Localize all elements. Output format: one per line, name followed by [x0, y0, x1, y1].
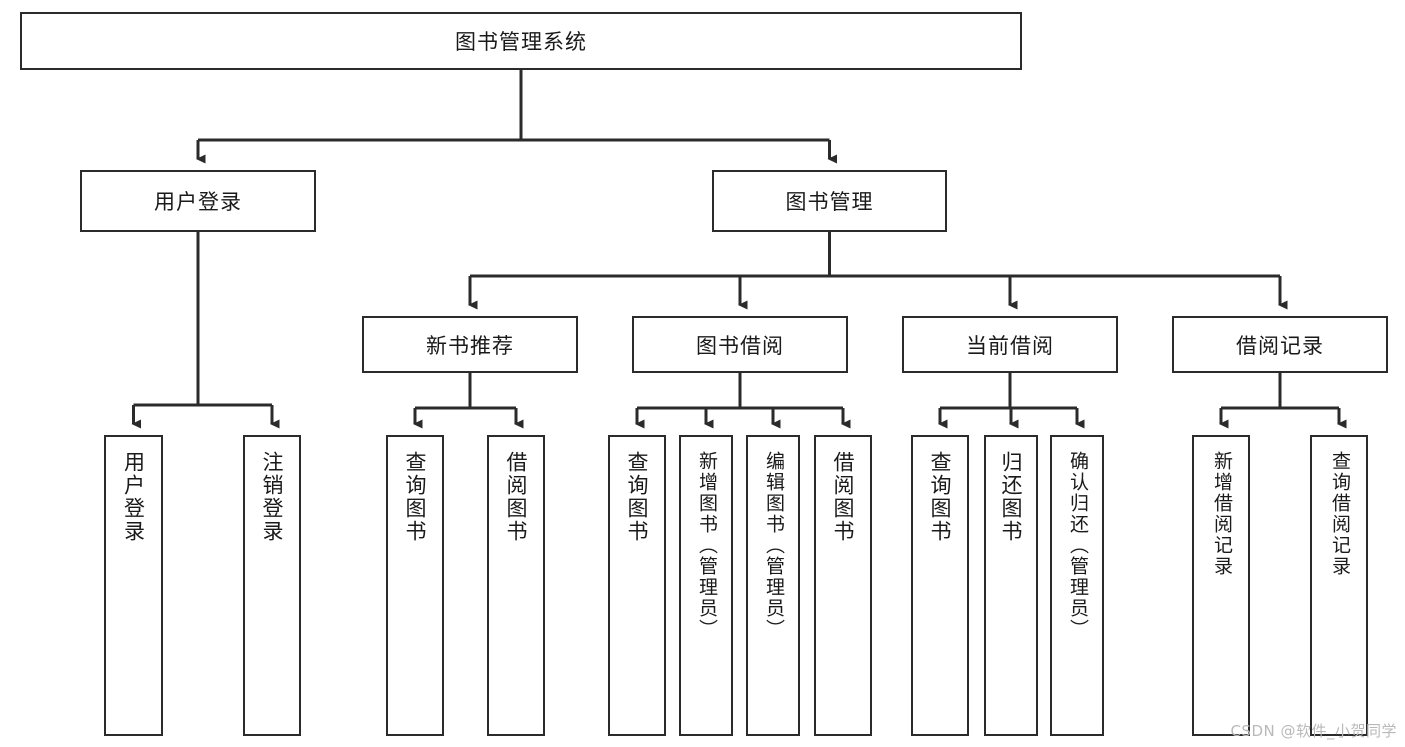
node-leaf-query-book-c[interactable]: 查询图书 [911, 435, 969, 736]
node-leaf-user-login[interactable]: 用户登录 [104, 435, 163, 736]
node-root[interactable]: 图书管理系统 [20, 12, 1022, 70]
node-borrow-record[interactable]: 借阅记录 [1172, 316, 1388, 373]
node-current-borrow-label: 当前借阅 [966, 333, 1054, 358]
node-user-login[interactable]: 用户登录 [80, 170, 316, 232]
node-leaf-edit-book-admin[interactable]: 编辑图书（管理员） [746, 435, 800, 736]
node-leaf-return-book[interactable]: 归还图书 [984, 435, 1038, 736]
node-book-borrow[interactable]: 图书借阅 [632, 316, 848, 373]
node-book-management[interactable]: 图书管理 [712, 170, 947, 232]
node-leaf-query-book-a-label: 查询图书 [403, 451, 428, 543]
node-leaf-edit-book-admin-label: 编辑图书（管理员） [762, 451, 785, 640]
node-leaf-add-borrow-record[interactable]: 新增借阅记录 [1192, 435, 1250, 736]
node-user-login-label: 用户登录 [154, 190, 242, 214]
watermark: CSDN @软件_小贺同学 [1230, 722, 1397, 740]
node-leaf-user-login-label: 用户登录 [121, 451, 146, 543]
node-leaf-query-borrow-record-label: 查询借阅记录 [1328, 451, 1351, 577]
node-book-management-label: 图书管理 [785, 190, 874, 214]
node-leaf-add-book-admin-label: 新增图书（管理员） [695, 451, 718, 640]
node-borrow-record-label: 借阅记录 [1236, 333, 1324, 358]
node-leaf-query-book-b-label: 查询图书 [625, 451, 650, 543]
node-leaf-query-book-a[interactable]: 查询图书 [386, 435, 444, 736]
node-leaf-return-book-label: 归还图书 [999, 451, 1024, 543]
node-new-book-recommend-label: 新书推荐 [426, 333, 514, 358]
node-leaf-query-book-c-label: 查询图书 [928, 451, 953, 543]
node-leaf-logout-login[interactable]: 注销登录 [243, 435, 301, 736]
node-leaf-borrow-book-a-label: 借阅图书 [504, 451, 529, 543]
node-leaf-query-book-b[interactable]: 查询图书 [608, 435, 666, 736]
node-leaf-logout-login-label: 注销登录 [260, 451, 285, 543]
node-leaf-borrow-book-b[interactable]: 借阅图书 [814, 435, 872, 736]
node-new-book-recommend[interactable]: 新书推荐 [362, 316, 578, 373]
node-leaf-borrow-book-a[interactable]: 借阅图书 [487, 435, 545, 736]
node-leaf-borrow-book-b-label: 借阅图书 [831, 451, 856, 543]
node-root-label: 图书管理系统 [455, 30, 587, 54]
node-leaf-add-book-admin[interactable]: 新增图书（管理员） [679, 435, 733, 736]
node-leaf-query-borrow-record[interactable]: 查询借阅记录 [1310, 435, 1368, 736]
node-leaf-add-borrow-record-label: 新增借阅记录 [1210, 451, 1233, 577]
node-book-borrow-label: 图书借阅 [696, 333, 784, 358]
node-leaf-confirm-return-admin[interactable]: 确认归还（管理员） [1050, 435, 1104, 736]
node-leaf-confirm-return-admin-label: 确认归还（管理员） [1066, 451, 1089, 640]
node-current-borrow[interactable]: 当前借阅 [902, 316, 1118, 373]
